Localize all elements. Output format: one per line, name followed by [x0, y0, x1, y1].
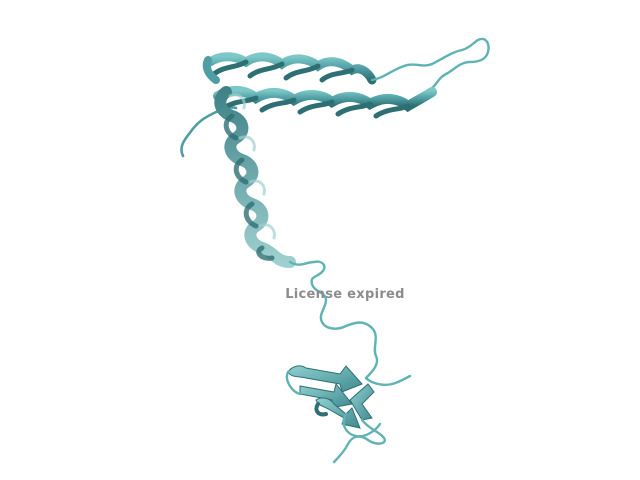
license-watermark: License expired	[285, 287, 405, 302]
helix-vertical	[214, 86, 296, 268]
upper-right-coil	[370, 37, 490, 92]
beta-sheet-domain	[285, 365, 412, 464]
linker-coil	[288, 260, 379, 380]
domain-loops	[285, 370, 412, 464]
helix-middle	[213, 86, 437, 119]
helix-upper	[202, 52, 377, 85]
